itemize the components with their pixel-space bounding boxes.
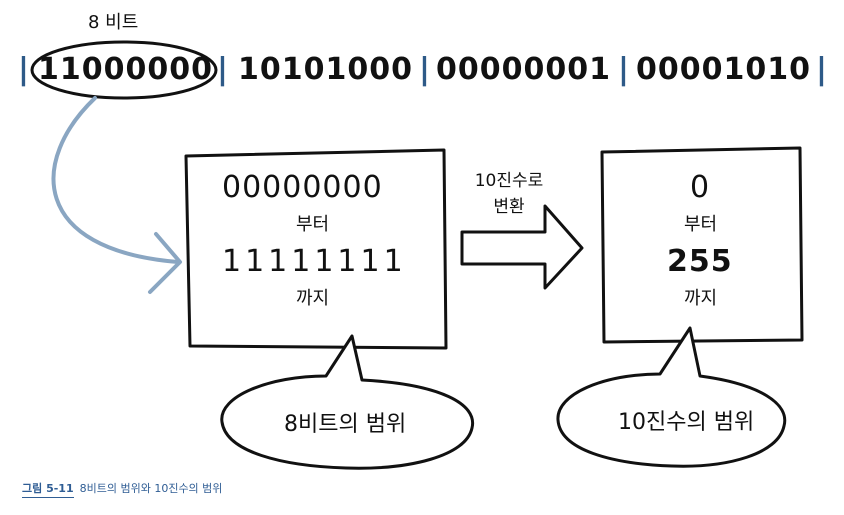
octet-separator: | [217,52,228,87]
conversion-label: 10진수로 변환 [472,168,546,220]
right-box-to-suffix: 까지 [684,288,718,309]
octet-2: 10101000 [238,52,413,87]
octet-1: 11000000 [38,52,213,87]
right-box-to-value: 255 [667,244,733,279]
conversion-block-arrow [460,204,584,290]
left-box-from-value: 00000000 [222,170,383,205]
left-box-from-suffix: 부터 [296,214,330,235]
octet-3: 00000001 [436,52,611,87]
left-box-outline [184,148,448,350]
octet-4: 00001010 [636,52,811,87]
right-box-from-value: 0 [690,170,711,205]
right-speech-bubble [556,326,787,468]
left-box-to-suffix: 까지 [296,288,330,309]
right-bubble-text: 10진수의 범위 [618,410,755,435]
figure-caption: 그림 5-11 8비트의 범위와 10진수의 범위 [22,480,223,498]
first-octet-highlight-ellipse [30,40,218,100]
right-box-from-suffix: 부터 [684,214,718,235]
conversion-label-line1: 10진수로 [474,171,544,191]
curved-blue-arrowhead [148,232,182,294]
octet-separator: | [618,52,629,87]
octet-separator: | [816,52,827,87]
figure-caption-text: 8비트의 범위와 10진수의 범위 [79,482,223,495]
figure-caption-number: 그림 5-11 [22,482,74,498]
left-bubble-text: 8비트의 범위 [284,412,407,437]
left-speech-bubble [220,334,475,470]
curved-blue-arrow [51,96,180,264]
left-box-to-value: 11111111 [222,244,407,279]
octet-separator: | [18,52,29,87]
conversion-label-line2: 변환 [493,197,525,217]
eight-bit-label: 8 비트 [88,12,139,33]
right-box-outline [600,146,804,344]
octet-separator: | [419,52,430,87]
